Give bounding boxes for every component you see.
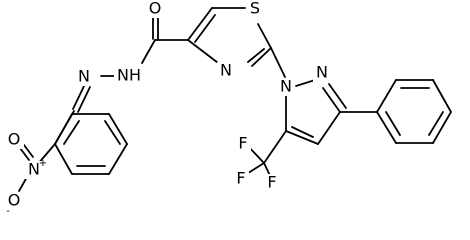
fluorine-3-label: F (236, 169, 245, 188)
molecule-canvas: O NH N S N N N F F F N O O + - (4, 0, 452, 217)
pyrazole-nitrogen-1-label: N (280, 77, 292, 96)
pyrazole-bond-2 (317, 111, 341, 145)
nitro-o-bond-1 (19, 147, 30, 161)
thiazole-bond-3 (257, 23, 272, 49)
thiazole-pyrazole-bond (270, 47, 286, 78)
phenyl-inner-2 (428, 111, 444, 136)
nitro-positive-charge: + (39, 158, 47, 169)
thiazole-nitrogen-label: N (220, 61, 232, 80)
phenyl-bond-6 (376, 111, 397, 144)
thiazole-inner-1 (194, 14, 216, 43)
hydrazone-bond-2 (77, 86, 91, 113)
nitro-oxygen-minus-label: O (8, 191, 21, 210)
thiazole-bond-4 (251, 47, 272, 67)
phenyl-bond-3 (432, 79, 452, 113)
nitro-oxygen-label: O (8, 130, 21, 149)
amide-nh-label: NH (117, 66, 141, 85)
nitro-o-bond-2 (23, 144, 34, 158)
phenyl-inner-3 (385, 111, 401, 136)
hydrazone-bond-1 (72, 83, 86, 110)
nitrophenyl-bond-4 (108, 113, 128, 145)
phenyl-bond-4 (432, 111, 452, 144)
atom-label-backgrounds (4, 0, 331, 210)
nitrophenyl-bond-1 (54, 143, 73, 175)
pyrazole-nitrogen-2-label: N (316, 63, 328, 82)
pyrazole-bond-1b (328, 83, 347, 109)
bond-lines (18, 7, 452, 192)
pyrazole-n-n-bond (295, 79, 316, 87)
pyrazole-inner-3 (291, 126, 314, 138)
nitrophenyl-inner-2 (104, 120, 121, 145)
fluorine-1-label: F (238, 134, 247, 153)
thiazole-bond-1 (187, 7, 213, 41)
thiazole-sulfur-label: S (250, 0, 260, 18)
carbonyl-oxygen-label: O (149, 0, 162, 18)
phenyl-bond-1 (376, 79, 397, 113)
thiazole-inner-2 (247, 48, 265, 63)
pyrazole-bond-3 (285, 130, 319, 145)
hydrazone-nitrogen-label: N (78, 67, 90, 86)
atom-labels: O NH N S N N N F F F N O O + - (6, 0, 328, 217)
amide-c-n-bond (141, 39, 156, 64)
fluorine-2-label: F (267, 173, 276, 192)
cf3-bond (263, 130, 287, 164)
pyrazole-bond-1 (322, 87, 341, 113)
nitro-negative-charge: - (6, 206, 10, 217)
nitrophenyl-bond-3 (108, 143, 128, 175)
nitrophenyl-inner-3 (63, 120, 80, 145)
nitro-nitrogen-label: N (28, 160, 40, 179)
molecule-structure: O NH N S N N N F F F N O O + - (4, 0, 452, 217)
nitrophenyl-bond-6 (54, 113, 73, 145)
